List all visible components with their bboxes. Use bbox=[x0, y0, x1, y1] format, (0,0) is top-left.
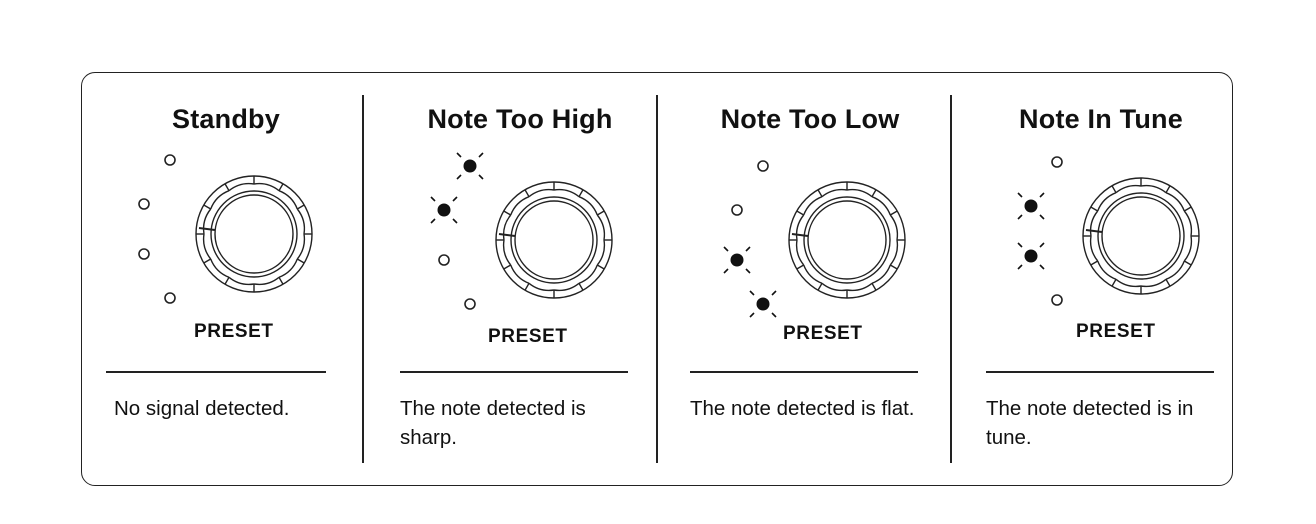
preset-label: PRESET bbox=[783, 323, 863, 344]
panel-title: Note Too High bbox=[427, 104, 613, 134]
panel-divider bbox=[656, 95, 658, 463]
separator-line bbox=[106, 371, 326, 373]
panel-description: The note detected is in tune. bbox=[986, 397, 1194, 449]
led-off-icon bbox=[138, 198, 150, 210]
knob-icon bbox=[495, 181, 613, 299]
panel-divider bbox=[362, 95, 364, 463]
panel-title: Standby bbox=[172, 104, 280, 134]
led-glow-icon bbox=[749, 290, 777, 318]
led-off-icon bbox=[1051, 294, 1063, 306]
led-on-icon bbox=[437, 203, 451, 217]
panel-title: Note In Tune bbox=[1019, 104, 1183, 134]
panel-title: Note Too Low bbox=[720, 104, 900, 134]
preset-knob-icon bbox=[138, 154, 313, 304]
panel-description: The note detected is flat. bbox=[690, 397, 915, 420]
led-off-icon bbox=[438, 254, 450, 266]
panel-note-too-high: Note Too High PRESET The note detected i… bbox=[390, 72, 650, 486]
led-on-icon bbox=[463, 159, 477, 173]
preset-label: PRESET bbox=[488, 326, 568, 347]
led-off-icon bbox=[1051, 156, 1063, 168]
separator-line bbox=[690, 371, 918, 373]
led-glow-icon bbox=[1017, 192, 1045, 220]
knob-icon bbox=[788, 181, 906, 299]
separator-line bbox=[986, 371, 1214, 373]
panel-note-in-tune: Note In Tune PRESET The note detected is… bbox=[976, 72, 1226, 486]
led-on-icon bbox=[1024, 249, 1038, 263]
panel-note-too-low: Note Too Low PRESET The note detected is… bbox=[680, 72, 940, 486]
led-off-icon bbox=[731, 204, 743, 216]
led-on-icon bbox=[730, 253, 744, 267]
panel-description: The note detected is sharp. bbox=[400, 397, 586, 449]
preset-knob-icon bbox=[1017, 156, 1200, 306]
led-glow-icon bbox=[456, 152, 484, 180]
preset-label: PRESET bbox=[194, 321, 274, 342]
led-off-icon bbox=[757, 160, 769, 172]
preset-label: PRESET bbox=[1076, 321, 1156, 342]
preset-knob-icon bbox=[430, 152, 613, 310]
panel-description: No signal detected. bbox=[114, 397, 290, 420]
panel-standby: Standby PRESET No signal detected. bbox=[96, 72, 356, 486]
panel-divider bbox=[950, 95, 952, 463]
tuner-states-frame bbox=[81, 72, 1233, 486]
knob-icon bbox=[195, 175, 313, 293]
separator-line bbox=[400, 371, 628, 373]
led-off-icon bbox=[164, 154, 176, 166]
knob-icon bbox=[1082, 177, 1200, 295]
led-off-icon bbox=[464, 298, 476, 310]
led-glow-icon bbox=[430, 196, 458, 224]
led-glow-icon bbox=[723, 246, 751, 274]
preset-knob-icon bbox=[723, 160, 906, 318]
led-off-icon bbox=[138, 248, 150, 260]
led-glow-icon bbox=[1017, 242, 1045, 270]
led-on-icon bbox=[1024, 199, 1038, 213]
led-off-icon bbox=[164, 292, 176, 304]
led-on-icon bbox=[756, 297, 770, 311]
